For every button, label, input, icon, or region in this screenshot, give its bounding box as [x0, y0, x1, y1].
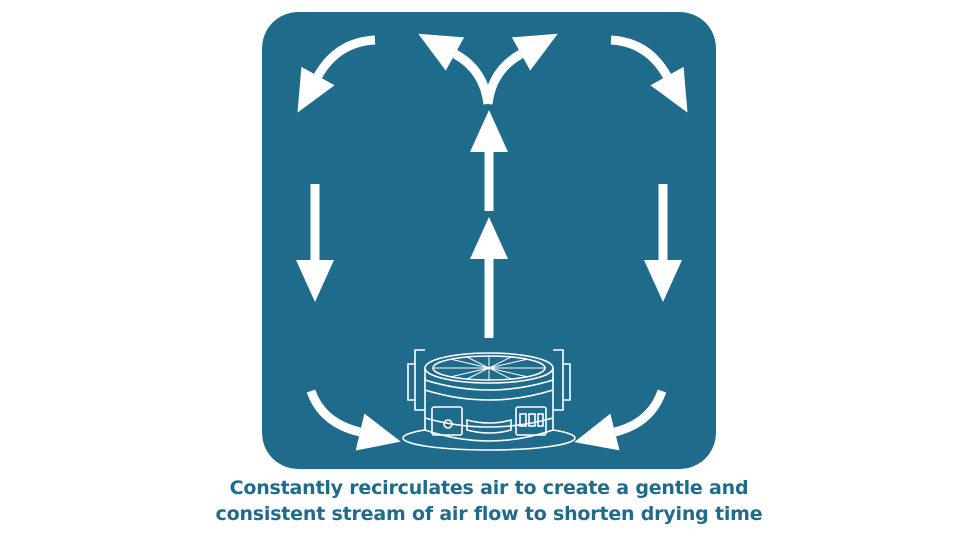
- curved-arrow-bottom-right-icon: [574, 389, 667, 451]
- caption: Constantly recirculates air to create a …: [0, 475, 978, 527]
- curved-arrow-bottom-left-icon: [306, 389, 401, 451]
- fork-arrow-right-icon: [483, 33, 558, 105]
- caption-line-2: consistent stream of air flow to shorten…: [215, 503, 763, 525]
- air-circulator-fan-icon: [402, 349, 576, 451]
- caption-line-1: Constantly recirculates air to create a …: [229, 477, 749, 499]
- curved-arrow-top-right-icon: [610, 35, 688, 113]
- airflow-diagram-panel: [262, 12, 716, 469]
- curved-arrow-top-left-icon: [297, 35, 376, 113]
